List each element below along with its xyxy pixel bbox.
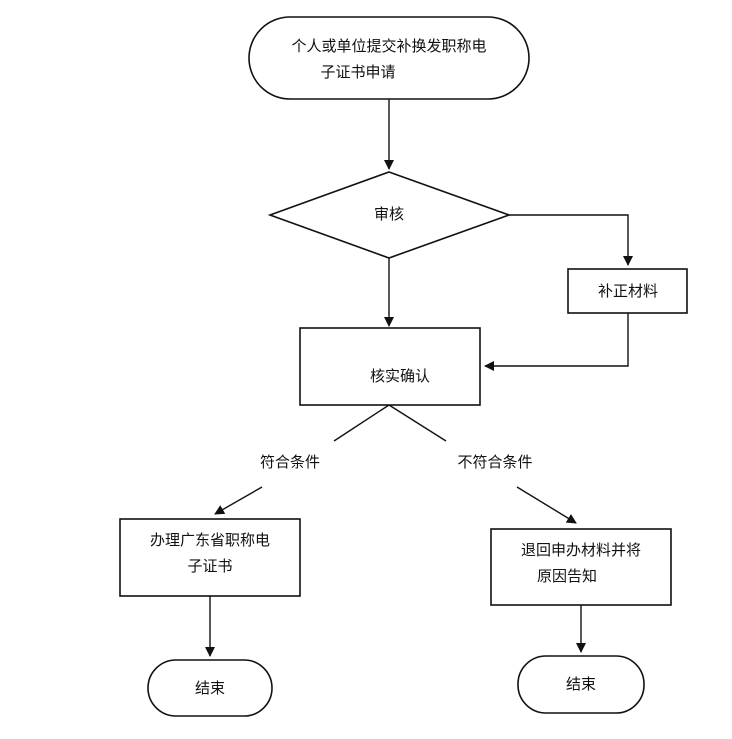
end-node-right: 结束 — [517, 655, 645, 714]
branch-left-upper — [333, 404, 390, 442]
edge-supplement-to-verify — [484, 313, 629, 371]
edge-to-return — [516, 486, 577, 524]
end-node-right-label: 结束 — [566, 675, 596, 693]
verify-node-label: 核实确认 — [370, 367, 430, 385]
review-decision: 审核 — [267, 171, 512, 259]
return-node-label-line1: 退回申办材料并将 — [521, 541, 641, 559]
end-node-left-label: 结束 — [195, 679, 225, 697]
start-node-label-line1: 个人或单位提交补换发职称电 — [291, 37, 486, 55]
edge-to-issue — [214, 486, 263, 515]
supplement-node: 补正材料 — [567, 268, 688, 314]
issue-node-label-line2: 子证书 — [187, 557, 232, 575]
return-node-label-line2: 原因告知 — [537, 567, 597, 585]
edge-review-to-supplement — [509, 214, 633, 266]
edge-label-meets: 符合条件 — [260, 453, 320, 471]
supplement-node-label: 补正材料 — [598, 282, 658, 300]
start-node-label-line2: 子证书申请 — [320, 63, 395, 81]
end-node-left: 结束 — [147, 659, 273, 717]
return-node: 退回申办材料并将 原因告知 — [490, 528, 672, 606]
start-node: 个人或单位提交补换发职称电 子证书申请 — [248, 16, 530, 100]
review-decision-label: 审核 — [374, 205, 404, 223]
verify-node: 核实确认 — [299, 327, 481, 406]
issue-node-label-line1: 办理广东省职称电 — [150, 531, 270, 549]
branch-right-upper — [388, 404, 447, 442]
edge-label-not-meets: 不符合条件 — [457, 453, 532, 471]
issue-node: 办理广东省职称电 子证书 — [119, 518, 301, 597]
